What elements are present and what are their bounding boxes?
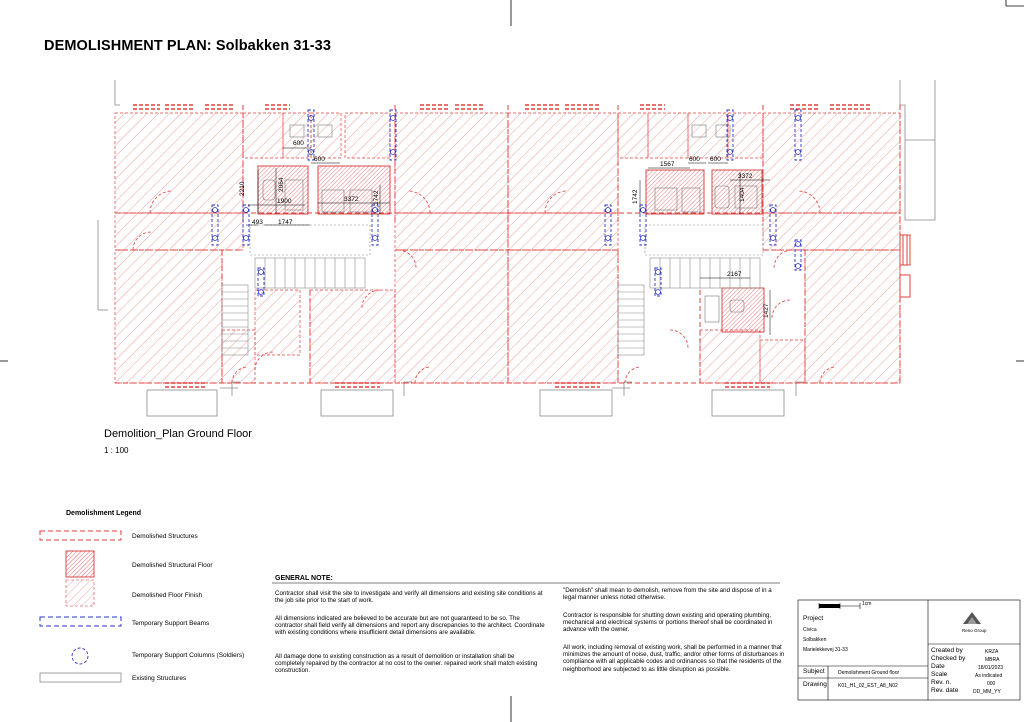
- logo-text: Reno Group: [962, 628, 987, 633]
- scale-bar-label: 1cm: [862, 601, 872, 607]
- subject-label: Subject: [803, 668, 825, 675]
- legend-swatch-support-beams: [39, 616, 122, 627]
- legend-swatch-structural-floor: [65, 550, 95, 578]
- demolished-structural-floor: [257, 165, 765, 333]
- note-paragraph: All dimensions indicated are believed to…: [275, 615, 545, 637]
- legend-label: Demolished Structures: [132, 533, 198, 540]
- meta-label: Created by: [931, 647, 963, 654]
- dim-label: 3372: [738, 173, 753, 180]
- drawing-label: Drawing: [803, 681, 827, 688]
- dim-label: 1567: [660, 161, 675, 168]
- meta-value: 18/01/2023: [978, 665, 1004, 671]
- dimension-lines: [246, 147, 771, 335]
- legend-swatch-existing: [39, 672, 122, 683]
- legend-swatch-floor-finish: [65, 579, 95, 607]
- legend-swatch-support-columns: [71, 647, 89, 665]
- legend-label: Existing Structures: [132, 675, 187, 682]
- notes-heading: GENERAL NOTE:: [275, 575, 333, 582]
- legend-swatch-demolished-structures: [39, 530, 122, 541]
- plan-scale: 1 : 100: [104, 446, 129, 455]
- note-paragraph: All work, including removal of existing …: [563, 644, 785, 673]
- dim-label: 1742: [632, 189, 639, 204]
- window-openings: [133, 104, 870, 388]
- project-line: Solbakken: [803, 637, 827, 643]
- legend-swatches: [39, 530, 122, 683]
- dim-label: 1404: [739, 187, 746, 202]
- legend-label: Demolished Structural Floor: [132, 562, 213, 569]
- exterior-openings: [899, 234, 911, 298]
- temporary-support-beams: [211, 109, 802, 297]
- door-swings: [132, 190, 837, 384]
- meta-label: Rev. n.: [931, 679, 952, 686]
- legend-label: Demolished Floor Finish: [132, 592, 203, 599]
- drawing-value: K01_H1_02_EST_A8_N02: [838, 683, 898, 689]
- note-paragraph: "Demolish" shall mean to demolish, remov…: [563, 587, 772, 602]
- project-label: Project: [803, 615, 824, 622]
- legend-label: Temporary Support Beams: [132, 620, 210, 627]
- plan-caption: Demolition_Plan Ground Floor: [104, 428, 252, 440]
- page-title: DEMOLISHMENT PLAN: Solbakken 31-33: [44, 38, 332, 54]
- legend-title: Demolishment Legend: [66, 510, 142, 517]
- meta-value: 000: [987, 681, 996, 687]
- dimension-labels: 600 600 2210 2064 1900 3372 1742 493 174…: [239, 140, 770, 318]
- legend-label: Temporary Support Columns (Soldiers): [132, 652, 245, 659]
- meta-label: Rev. date: [931, 687, 959, 694]
- dim-label: 1747: [278, 219, 293, 226]
- existing-structures: [97, 80, 936, 417]
- dim-label: 1742: [373, 190, 380, 205]
- dim-label: 1900: [277, 198, 292, 205]
- dim-label: 600: [689, 156, 700, 163]
- project-line: Civica: [803, 627, 817, 633]
- temporary-support-columns: [212, 115, 801, 295]
- bathroom-fixtures: [262, 124, 758, 323]
- dim-label: 600: [293, 140, 304, 147]
- company-logo: [963, 612, 981, 624]
- demolished-floor-finish: [114, 112, 901, 384]
- dim-label: 493: [252, 219, 263, 226]
- dim-label: 2210: [239, 181, 246, 196]
- meta-value: KRZA: [985, 649, 999, 655]
- dim-label: 600: [314, 156, 325, 163]
- meta-value: DD_MM_YY: [973, 689, 1001, 695]
- dim-label: 2064: [278, 177, 285, 192]
- meta-value: MBRA: [985, 657, 1000, 663]
- subject-value: Demolishment Ground floor: [838, 670, 900, 676]
- meta-label: Scale: [931, 671, 948, 678]
- note-paragraph: All damage done to existing construction…: [275, 653, 538, 675]
- note-paragraph: Contractor is responsible for shutting d…: [563, 612, 773, 634]
- meta-label: Date: [931, 663, 945, 670]
- meta-value: As indicated: [975, 673, 1003, 679]
- project-line: Marielekkevej 31-33: [803, 647, 848, 653]
- dim-label: 2167: [727, 271, 742, 278]
- dim-label: 3372: [344, 196, 359, 203]
- meta-label: Checked by: [931, 655, 966, 662]
- dim-label: 1427: [763, 303, 770, 318]
- dim-label: 600: [710, 156, 721, 163]
- note-paragraph: Contractor shall visit the site to inves…: [275, 590, 543, 605]
- stairs: [221, 224, 764, 356]
